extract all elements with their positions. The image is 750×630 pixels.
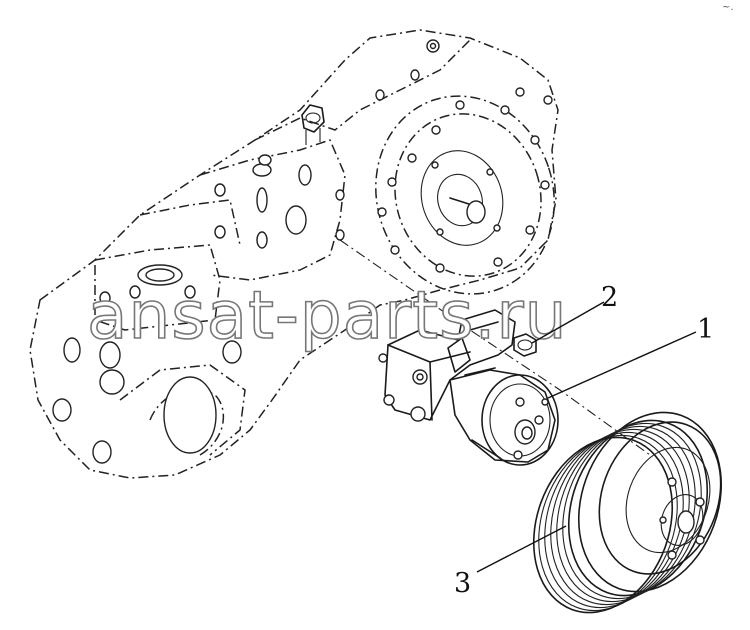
housing-plug-bolt <box>258 104 325 166</box>
callout-label-2: 2 <box>601 282 618 313</box>
housing-holes <box>52 39 553 464</box>
transmission-housing <box>29 29 559 479</box>
callout-label-1: 1 <box>697 314 714 345</box>
bolt-part-2 <box>513 333 537 357</box>
mounting-bracket <box>378 309 516 422</box>
callout-label-3: 3 <box>454 568 471 599</box>
drive-shaft <box>420 150 504 246</box>
pulley-part-3 <box>532 411 723 614</box>
assembly-axis-line <box>339 239 651 456</box>
callout-1: 1 <box>547 314 714 399</box>
callout-2: 2 <box>531 282 618 344</box>
watermark-text: ansat-parts.ru <box>87 277 567 354</box>
callout-3: 3 <box>454 525 567 599</box>
compressor-unit <box>449 367 559 466</box>
corner-mark: ~. <box>722 2 734 13</box>
